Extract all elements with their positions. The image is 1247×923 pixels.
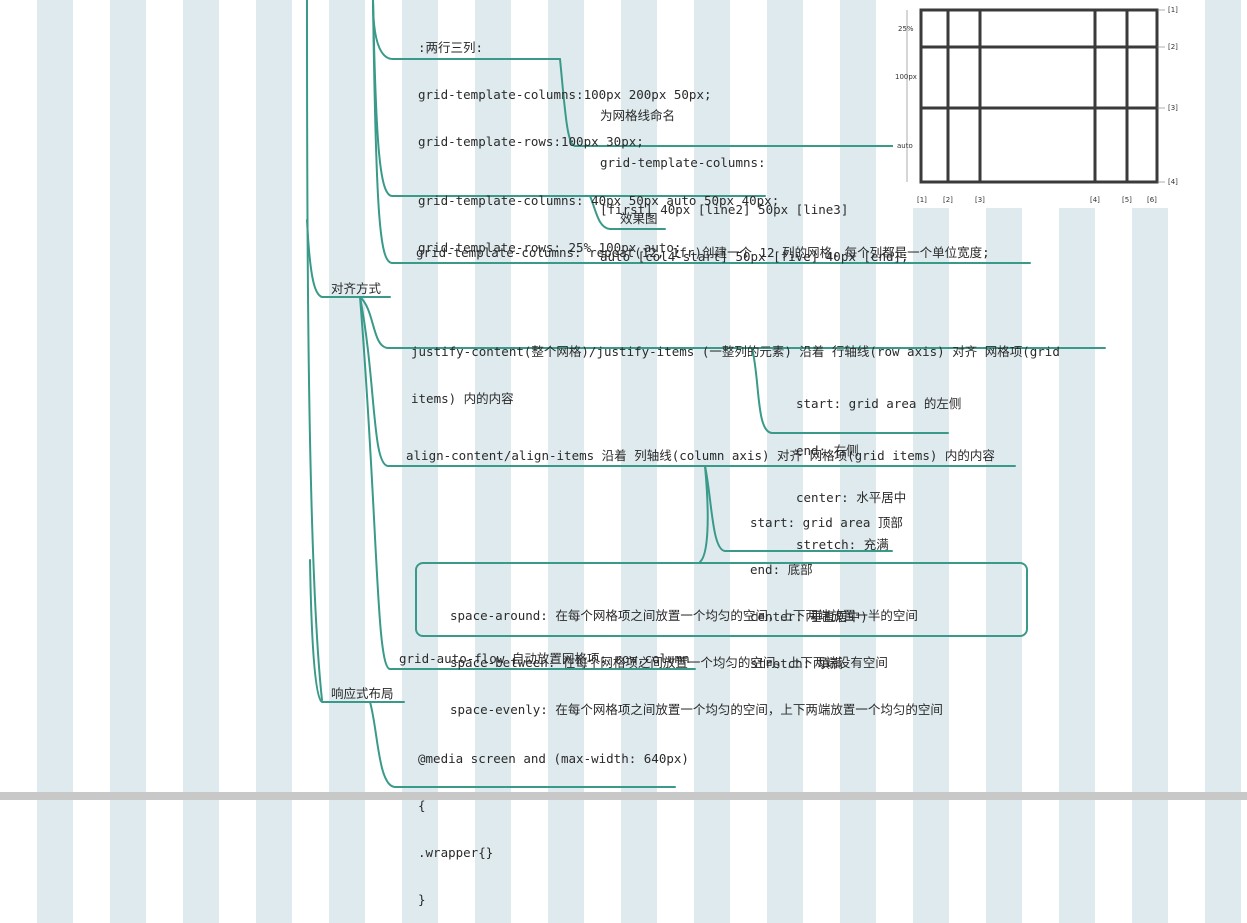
node-line: 为网格线命名 [600,108,676,124]
row-label-100: 100px [895,73,917,81]
node-line: items) 内的内容 [411,390,514,406]
grid-effect-figure: 25% 100px auto [1] [2] [3] [4] [1] [2] [… [893,0,1179,208]
node-line: end: 右侧 [796,442,859,458]
node-line: auto [col4-start] 50px [five] 40px [end]… [600,248,909,264]
node-line: end: 底部 [750,561,813,577]
node-line: grid-template-columns: 40px 50px auto 50… [418,193,780,209]
right-line-label-2: [2] [1168,43,1178,51]
node-justify[interactable]: justify-content(整个网格)/justify-items (一整列… [411,313,1060,422]
node-effect-image[interactable]: 效果图 [620,211,658,226]
right-line-label-4: [4] [1168,178,1178,186]
right-line-label-1: [1] [1168,6,1178,14]
node-line: space-around: 在每个网格项之间放置一个均匀的空间，上下两端放置一半… [450,608,918,624]
node-space-values: space-around: 在每个网格项之间放置一个均匀的空间，上下两端放置一半… [450,577,943,733]
node-line: center: 水平居中 [796,489,907,505]
node-line: { [418,797,426,813]
node-align-values[interactable]: start: grid area 顶部 end: 底部 center: 垂直居中… [750,484,903,687]
node-justify-values[interactable]: start: grid area 的左侧 end: 右侧 center: 水平居… [796,365,961,568]
node-line: grid-template-columns:100px 200px 50px; [418,86,712,102]
node-line: start: grid area 的左侧 [796,396,962,412]
node-repeat-note[interactable]: grid-template-columns: repeat(12, 1fr)创建… [416,245,990,260]
node-line: :两行三列: [418,40,484,56]
node-align[interactable]: align-content/align-items 沿着 列轴线(column … [406,448,995,463]
bottom-line-label-6: [6] [1147,196,1157,204]
right-line-label-3: [3] [1168,104,1178,112]
node-two-rows-three-cols[interactable]: :两行三列: grid-template-columns:100px 200px… [418,9,712,165]
node-columns-rows-example[interactable]: grid-template-columns: 40px 50px auto 50… [418,162,779,271]
mindmap-connectors [306,0,1106,788]
node-line: space-between: 在每个网格项之间放置一个均匀的空间，上下两端没有空… [450,654,888,670]
node-line: grid-template-columns: [600,154,766,170]
bottom-line-label-5: [5] [1122,196,1132,204]
node-named-grid-lines[interactable]: 为网格线命名 grid-template-columns: [first] 40… [600,77,909,280]
node-line: @media screen and (max-width: 640px) [418,751,689,767]
bottom-line-label-3: [3] [975,196,985,204]
node-line: grid-template-rows: 25% 100px auto; [418,239,682,255]
node-line: center: 垂直居中) [750,608,868,624]
row-label-25: 25% [898,25,914,33]
space-values-box[interactable] [415,562,1028,637]
bottom-line-label-1: [1] [917,196,927,204]
node-line: grid-template-rows:100px 30px; [418,133,644,149]
bottom-line-label-2: [2] [943,196,953,204]
node-line: stretch: 填满 [750,655,843,671]
node-line: space-evenly: 在每个网格项之间放置一个均匀的空间，上下两端放置一个… [450,701,943,717]
topic-alignment[interactable]: 对齐方式 [331,281,382,296]
bottom-line-label-4: [4] [1090,196,1100,204]
node-line: } [418,891,426,907]
horizontal-scrollbar[interactable] [0,792,1247,800]
node-line: justify-content(整个网格)/justify-items (一整列… [411,344,1060,360]
node-media-query[interactable]: @media screen and (max-width: 640px) { .… [418,720,689,923]
grid-lines-diagram [906,8,1165,184]
node-line: stretch: 充满 [796,536,889,552]
node-line: .wrapper{} [418,844,494,860]
node-line: [first] 40px [line2] 50px [line3] [600,201,849,217]
node-line: start: grid area 顶部 [750,515,903,531]
topic-responsive[interactable]: 响应式布局 [331,686,394,701]
row-label-auto: auto [897,142,913,150]
node-grid-auto-flow[interactable]: grid-auto-flow 自动放置网格项: row,column [399,651,690,666]
